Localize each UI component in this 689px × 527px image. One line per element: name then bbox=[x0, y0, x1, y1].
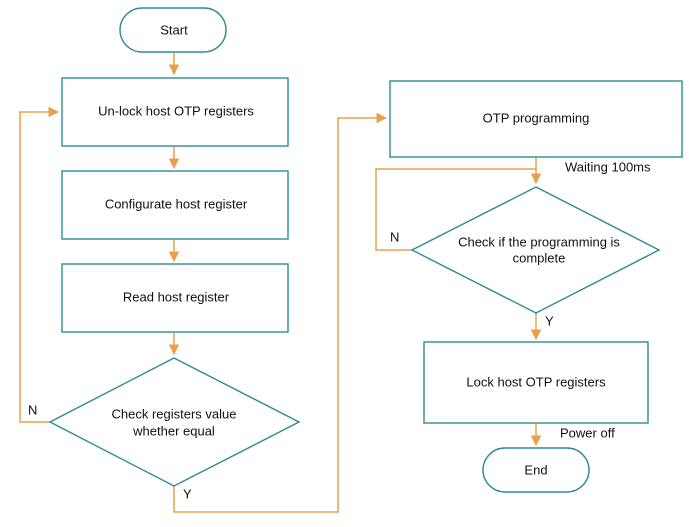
registers-yes-label: Y bbox=[183, 486, 192, 501]
configure-register-box bbox=[61, 170, 289, 240]
lock-label: Lock host OTP registers bbox=[466, 374, 606, 389]
read-label: Read host register bbox=[123, 289, 230, 304]
otp-programming-label: OTP programming bbox=[483, 110, 590, 125]
check-complete-label-line2: complete bbox=[513, 250, 566, 265]
start-terminal bbox=[119, 7, 227, 53]
check-registers-decision bbox=[48, 357, 301, 487]
check-complete-label-line1: Check if the programming is bbox=[458, 234, 620, 249]
configure-label: Configurate host register bbox=[105, 196, 248, 211]
waiting-label: Waiting 100ms bbox=[565, 159, 651, 174]
check-registers-label-line2: whether equal bbox=[132, 423, 215, 438]
complete-no-label: N bbox=[390, 229, 399, 244]
power-off-label: Power off bbox=[560, 425, 615, 440]
arrow-registers-yes-to-otp bbox=[173, 112, 388, 513]
unlock-registers-box bbox=[61, 77, 289, 147]
check-complete-decision bbox=[410, 186, 661, 314]
start-label: Start bbox=[160, 22, 188, 37]
arrow-complete-no-loop bbox=[375, 168, 536, 251]
read-register-box bbox=[61, 263, 289, 333]
otp-programming-box bbox=[389, 80, 683, 158]
end-terminal bbox=[482, 447, 590, 493]
end-label: End bbox=[524, 462, 547, 477]
unlock-label: Un-lock host OTP registers bbox=[98, 103, 254, 118]
registers-no-label: N bbox=[28, 402, 37, 417]
check-registers-label-line1: Check registers value bbox=[112, 406, 237, 421]
arrow-registers-no-loop bbox=[19, 106, 60, 423]
lock-registers-box bbox=[423, 341, 649, 424]
complete-yes-label: Y bbox=[545, 313, 554, 328]
